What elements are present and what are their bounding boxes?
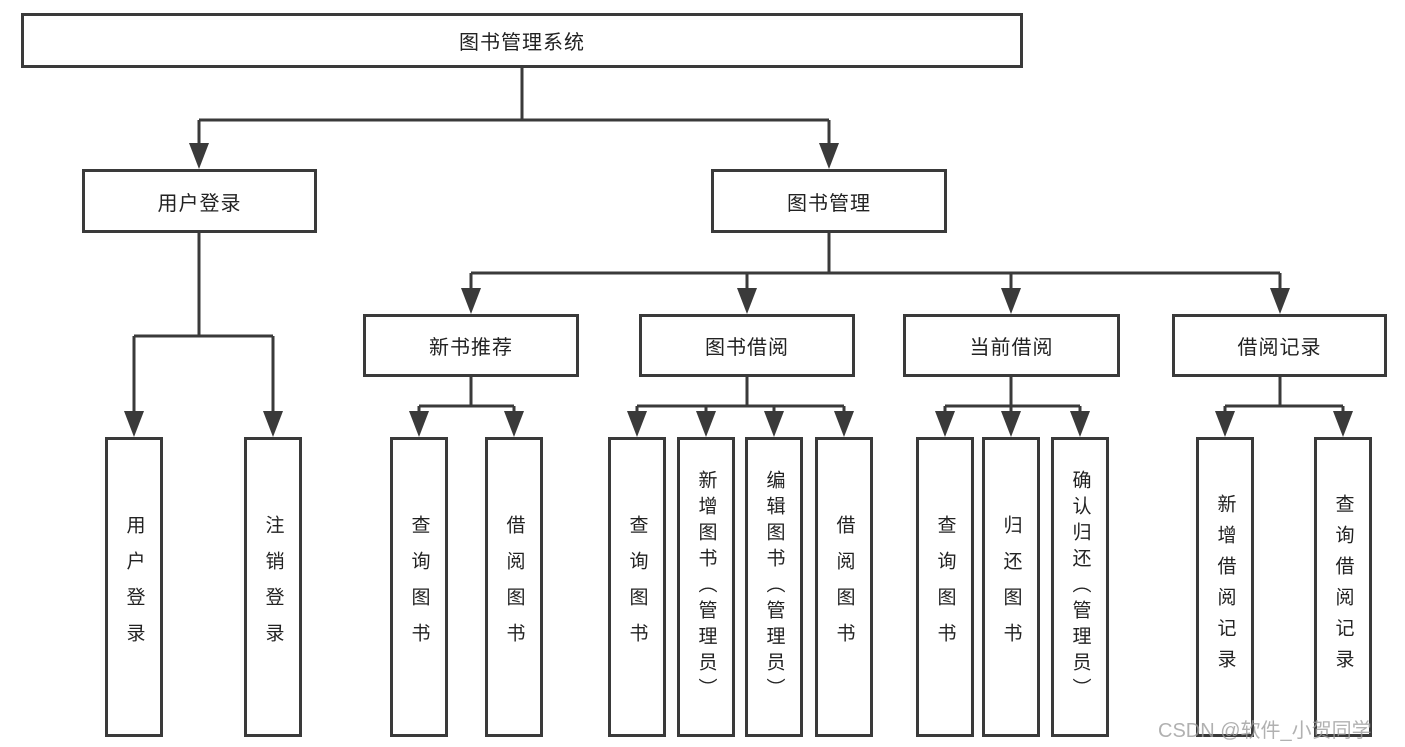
node-current-borrowing: 当前借阅 [903, 314, 1120, 377]
leaf-label: 借阅图书 [503, 515, 525, 659]
node-label: 图书借阅 [705, 337, 789, 359]
leaf-label: 新增借阅记录 [1214, 494, 1236, 680]
leaf-query-books-3: 查询图书 [916, 437, 974, 737]
leaf-query-books-1: 查询图书 [390, 437, 448, 737]
csdn-watermark: CSDN @软件_小贺同学 [1158, 720, 1372, 742]
leaf-label: 查询图书 [408, 515, 430, 659]
leaf-label: 编辑图书（管理员） [763, 470, 785, 704]
leaf-label: 确认归还（管理员） [1069, 470, 1091, 704]
leaf-label: 用户登录 [123, 515, 145, 659]
arrowheads [124, 143, 1353, 437]
leaf-logout: 注销登录 [244, 437, 302, 737]
node-book-management: 图书管理 [711, 169, 947, 233]
node-library-management-system: 图书管理系统 [21, 13, 1023, 68]
leaf-confirm-return-admin: 确认归还（管理员） [1051, 437, 1109, 737]
node-new-book-recommend: 新书推荐 [363, 314, 579, 377]
leaf-label: 查询图书 [626, 515, 648, 659]
leaf-label: 查询图书 [934, 515, 956, 659]
leaf-label: 新增图书（管理员） [695, 470, 717, 704]
leaf-label: 借阅图书 [833, 515, 855, 659]
node-book-borrowing: 图书借阅 [639, 314, 855, 377]
leaf-borrow-books-1: 借阅图书 [485, 437, 543, 737]
node-borrow-records: 借阅记录 [1172, 314, 1387, 377]
node-label: 图书管理 [787, 192, 871, 215]
node-label: 新书推荐 [429, 337, 513, 359]
node-label: 用户登录 [157, 192, 242, 215]
leaf-add-book-admin: 新增图书（管理员） [677, 437, 735, 737]
leaf-add-borrow-record: 新增借阅记录 [1196, 437, 1254, 737]
node-user-login: 用户登录 [82, 169, 317, 233]
leaf-query-books-2: 查询图书 [608, 437, 666, 737]
node-label: 图书管理系统 [459, 32, 585, 54]
leaf-borrow-books-2: 借阅图书 [815, 437, 873, 737]
leaf-label: 注销登录 [262, 515, 284, 659]
leaf-return-books: 归还图书 [982, 437, 1040, 737]
leaf-query-borrow-record: 查询借阅记录 [1314, 437, 1372, 737]
node-label: 借阅记录 [1237, 337, 1322, 359]
node-label: 当前借阅 [969, 337, 1054, 359]
leaf-label: 归还图书 [1000, 515, 1022, 659]
leaf-user-login: 用户登录 [105, 437, 163, 737]
leaf-label: 查询借阅记录 [1332, 494, 1354, 680]
leaf-edit-book-admin: 编辑图书（管理员） [745, 437, 803, 737]
